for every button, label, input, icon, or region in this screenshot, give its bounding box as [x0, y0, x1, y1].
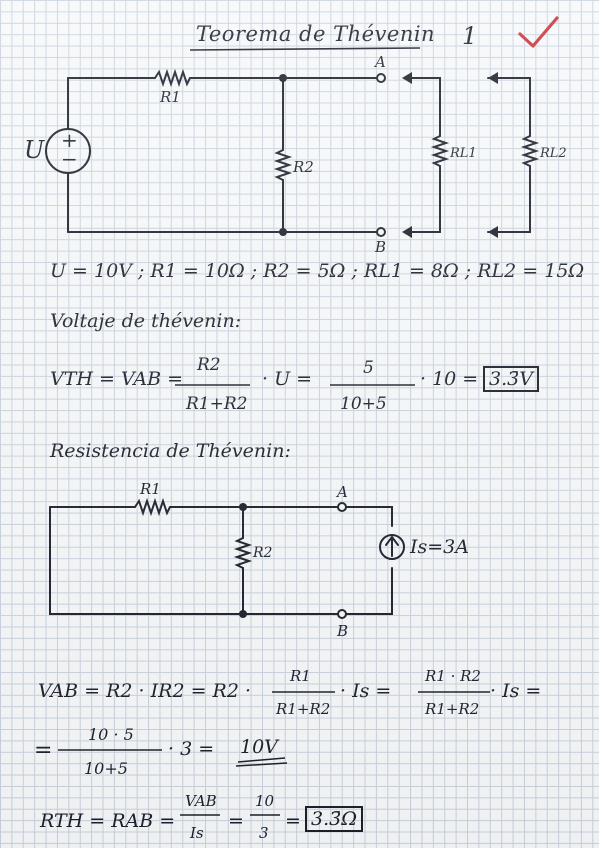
- section-heading-voltage: Voltaje de thévenin:: [50, 310, 242, 332]
- terminal-a: [376, 73, 386, 83]
- vab-eq-mid1: · Is =: [340, 680, 392, 702]
- vab-frac1-num: R1: [290, 667, 311, 685]
- rth-result: 3.3̄Ω: [305, 806, 363, 832]
- vab-eq-line1-lhs: VAB = R2 · IR2 = R2 ·: [38, 680, 251, 702]
- rth-frac2-num: 10: [255, 792, 275, 810]
- voltage-frac2-num: 5: [363, 358, 374, 378]
- rth-frac1-den: Is: [190, 824, 204, 842]
- vab-frac1-den: R1+R2: [276, 700, 331, 718]
- voltage-source-symbol: [45, 128, 91, 174]
- label-minus: −: [61, 147, 78, 171]
- voltage-eq-mid: · U =: [262, 368, 313, 390]
- voltage-eq-lhs: VTH = VAB =: [50, 368, 184, 390]
- page-number: 1: [462, 22, 478, 50]
- rth-eq-equals: =: [228, 810, 244, 832]
- voltage-frac2-den: 10+5: [340, 394, 387, 414]
- voltage-fraction-bars: [175, 384, 415, 386]
- resistor-r2-symbol: [273, 149, 293, 181]
- label-node-a: A: [375, 53, 386, 71]
- resistor-rl1-symbol: [430, 135, 450, 167]
- given-values: U = 10V ; R1 = 10Ω ; R2 = 5Ω ; RL1 = 8Ω …: [50, 260, 585, 282]
- voltage-result: 3.3̄V: [483, 366, 539, 392]
- current-source-symbol: [379, 534, 405, 560]
- label-r1: R1: [160, 88, 181, 106]
- voltage-frac1-num: R2: [197, 355, 221, 375]
- terminal-b: [376, 227, 386, 237]
- label-node-a-2: A: [337, 483, 348, 501]
- circuit-diagram-2: [49, 497, 405, 619]
- rth-frac1-num: VAB: [185, 792, 217, 810]
- voltage-frac1-den: R1+R2: [186, 394, 248, 414]
- vab-frac3-den: 10+5: [84, 759, 128, 778]
- resistor-r1-symbol: [154, 68, 191, 88]
- resistor-r2-symbol-2: [233, 537, 253, 569]
- vab-frac3-num: 10 · 5: [88, 725, 134, 744]
- rth-eq-lhs: RTH = RAB =: [40, 810, 176, 832]
- vab-eq-line2-tail: · 3 =: [168, 738, 215, 760]
- resistor-rl2-symbol: [520, 135, 540, 167]
- page-title: Teorema de Thévenin: [196, 22, 436, 46]
- vab-fraction-bars: [58, 691, 490, 767]
- vab-eq-tail1: · Is =: [490, 680, 542, 702]
- checkmark-icon: [518, 16, 559, 48]
- circuit-diagram-1: [45, 68, 540, 238]
- label-node-b-2: B: [337, 622, 349, 640]
- label-rl1: RL1: [450, 146, 477, 161]
- label-node-b: B: [375, 238, 387, 256]
- label-r1-2: R1: [140, 480, 161, 498]
- vab-frac2-den: R1+R2: [425, 700, 480, 718]
- current-arrow: [385, 535, 399, 557]
- vab-eq-line2-result: 10V: [240, 736, 278, 758]
- label-rl2: RL2: [540, 146, 567, 161]
- label-current: Is=3A: [410, 536, 469, 558]
- rth-eq-equals-2: =: [285, 810, 301, 832]
- label-plus: +: [61, 128, 78, 152]
- resistor-r1-symbol-2: [134, 497, 171, 517]
- terminal-a-2: [337, 502, 347, 512]
- section-heading-resistance: Resistencia de Thévenin:: [50, 440, 291, 462]
- voltage-eq-tail: · 10 =: [420, 368, 479, 390]
- label-source: U: [24, 136, 45, 164]
- label-r2: R2: [293, 158, 314, 176]
- vab-eq-line2-lead: =: [34, 738, 53, 763]
- vab-frac2-num: R1 · R2: [425, 667, 481, 685]
- rth-frac2-den: 3: [259, 824, 269, 842]
- title-underline: [189, 47, 421, 51]
- terminal-b-2: [337, 609, 347, 619]
- label-r2-2: R2: [253, 545, 273, 561]
